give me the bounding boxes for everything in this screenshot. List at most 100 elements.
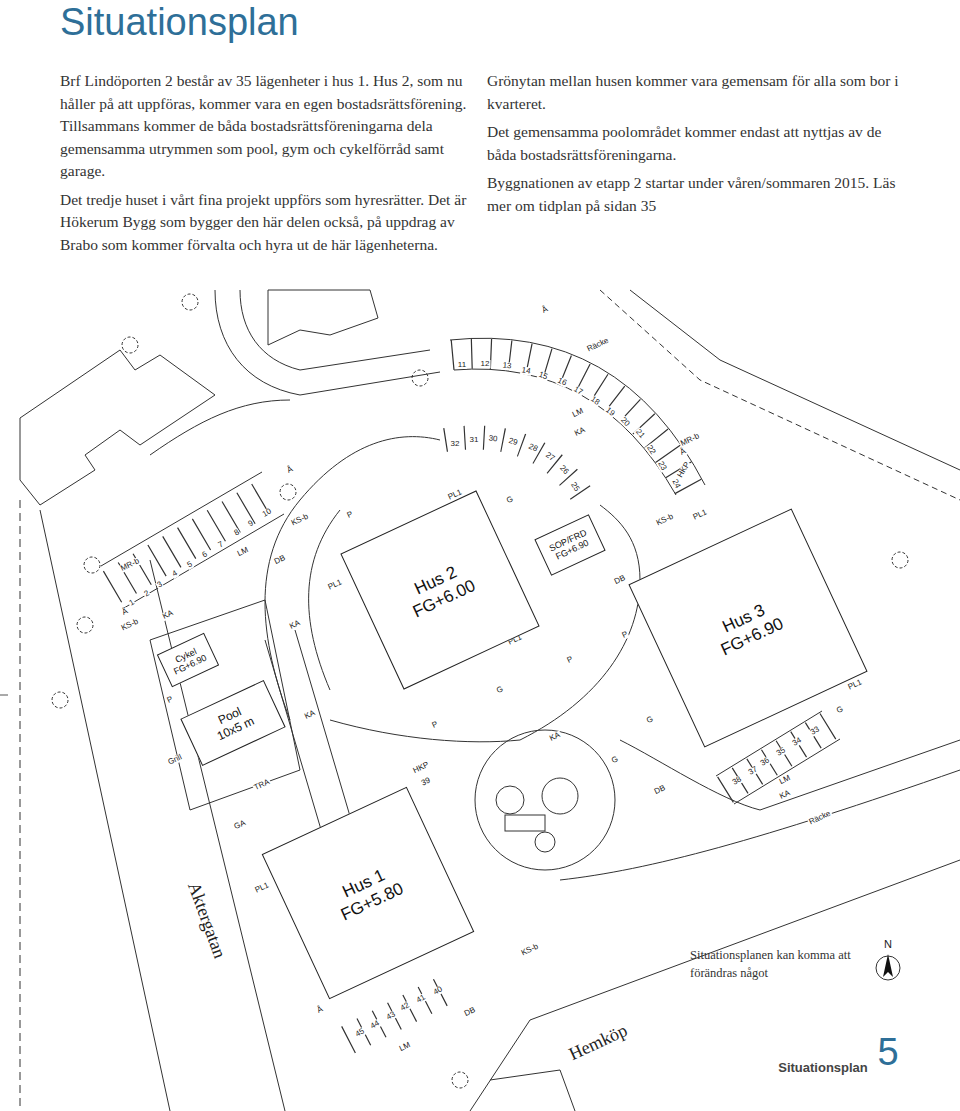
parking-number: 30 (487, 435, 499, 444)
plan-code: KS-b (654, 512, 675, 528)
parking-number: 4 (170, 569, 180, 579)
parking-stalls (348, 985, 455, 1040)
plan-code: Å (285, 465, 295, 475)
parking-number: 44 (368, 1019, 381, 1031)
parking-number: 20 (618, 415, 631, 428)
building-outline: SOP/FRDFG+6.90 (534, 514, 605, 576)
parking-number: 29 (507, 437, 520, 448)
parking-number: 36 (758, 756, 771, 768)
parking-number: 11 (457, 361, 467, 369)
margin-tick (0, 695, 8, 696)
parking-number: 19 (603, 405, 616, 418)
parking-edge (101, 472, 284, 608)
road-edge (150, 400, 290, 455)
plan-code: P (620, 630, 630, 640)
road-edge (215, 290, 440, 395)
north-label: N (883, 939, 893, 950)
plan-code: Å (120, 607, 130, 617)
parking-number: 16 (555, 376, 568, 388)
place-name: Hemköp (565, 1020, 631, 1063)
courtyard-feature (542, 778, 578, 814)
courtyard-feature (496, 786, 524, 814)
plan-code: Räcke (585, 336, 611, 354)
plan-code: KS-b (289, 512, 310, 528)
street-edge (40, 510, 170, 1111)
parking-number: 40 (431, 985, 444, 997)
parking-number: 27 (543, 451, 557, 464)
plan-code: Å (315, 1005, 325, 1015)
page-title: Situationsplan (60, 2, 299, 44)
road-edge (240, 290, 430, 370)
page-number: 5 (876, 1033, 899, 1071)
plan-code: KA (161, 609, 176, 622)
boundary (20, 500, 21, 1111)
plan-code: G (495, 685, 506, 696)
pool-area (150, 600, 300, 810)
plan-code: LM (235, 546, 250, 559)
street-edge (150, 560, 285, 1111)
plan-code: KA (573, 426, 588, 439)
plan-code: DB (272, 554, 287, 567)
body-paragraph: Brf Lindöporten 2 består av 35 lägenhete… (60, 70, 478, 183)
building-outline: Hus 3FG+6.90 (628, 508, 867, 747)
plan-code: DB (612, 574, 627, 587)
parking-number: 28 (526, 442, 539, 454)
plan-code: Å (678, 447, 688, 457)
plan-code: KS-b (519, 942, 540, 958)
text-column: Grönytan mellan husen kommer vara gemens… (487, 70, 905, 223)
parking-number: 17 (571, 385, 584, 397)
parking-number: 13 (501, 362, 513, 371)
plan-code: G (505, 495, 516, 506)
plan-code: Å (540, 305, 550, 315)
plan-code: LM (397, 1041, 412, 1054)
plan-code: HKP (411, 760, 431, 775)
parking-number: 42 (398, 1001, 411, 1013)
plan-code: KA (548, 731, 563, 744)
parking-number: 14 (520, 366, 532, 376)
parking-number: 26 (557, 463, 570, 476)
drive (620, 740, 960, 810)
plan-code: MR-b (119, 557, 142, 573)
existing-building (20, 350, 215, 505)
parking-edge (450, 338, 705, 495)
parking-number: 25 (569, 480, 582, 494)
plan-code: LM (570, 407, 585, 420)
road-edge (630, 290, 960, 470)
plan-code: KS-b (119, 617, 140, 633)
parking-stalls (445, 438, 585, 501)
street-name: Aktergatan (185, 879, 230, 962)
drive (309, 510, 340, 690)
parking-number: 38 (730, 775, 743, 787)
parking-number: 31 (469, 436, 480, 444)
parking-number: 2 (142, 589, 152, 599)
body-paragraph: Grönytan mellan husen kommer vara gemens… (487, 70, 905, 115)
building-outline: Pool10x5 m (180, 680, 285, 766)
parking-number: 9 (246, 519, 256, 529)
plan-code: TRA (252, 778, 272, 793)
road-edge (600, 290, 960, 500)
plan-code: PL1 (691, 508, 709, 522)
plan-code: P (165, 695, 175, 705)
courtyard-feature (535, 832, 555, 852)
text-column: Brf Lindöporten 2 består av 35 lägenhete… (60, 70, 478, 262)
parking-number: 43 (384, 1010, 397, 1022)
building-outline: CykelFG+6.90 (157, 633, 219, 688)
parking-number: 22 (645, 443, 658, 457)
plan-code: GA (232, 819, 248, 832)
building-outline: Hus 1FG+5.80 (262, 787, 475, 1000)
street-edge (470, 860, 960, 1111)
parking-number: 33 (808, 725, 821, 737)
parking-stalls (725, 725, 830, 790)
plan-code: Grill (166, 753, 184, 767)
parking-number: 39 (419, 776, 432, 788)
parking-number: 1 (127, 598, 137, 608)
body-paragraph: Det tredje huset i vårt fina projekt upp… (60, 189, 478, 257)
plan-code: DB (652, 784, 667, 797)
plan-code: DB (462, 1006, 477, 1019)
plan-code: KA (303, 709, 318, 722)
parking-stalls (452, 354, 690, 490)
parking-number: 23 (656, 459, 668, 472)
plan-code: HKP (676, 460, 692, 480)
plan-code: Räcke (807, 809, 833, 827)
